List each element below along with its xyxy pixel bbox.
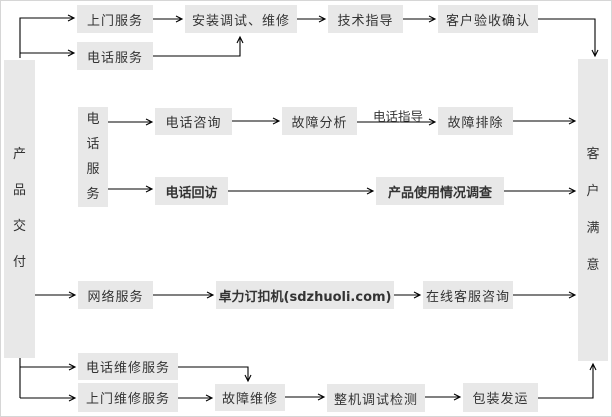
node-phone-consult: 电话咨询: [155, 108, 232, 135]
node-customer-satisfaction-label: 客户满意: [586, 147, 600, 273]
node-fault-repair: 故障维修: [215, 384, 285, 411]
node-fault-analysis: 故障分析: [282, 107, 357, 135]
node-tech-guidance: 技术指导: [328, 5, 403, 33]
node-onsite-service: 上门服务: [77, 5, 153, 33]
node-packing-shipping: 包装发运: [463, 383, 538, 412]
node-install-debug-repair: 安装调试、维修: [185, 5, 297, 33]
node-network-service: 网络服务: [78, 281, 153, 309]
node-machine-test: 整机调试检测: [327, 384, 425, 412]
edge-label-phone-guidance: 电话指导: [372, 109, 423, 124]
node-phone-service-top: 电话服务: [77, 42, 153, 70]
node-product-delivery-label: 产品交付: [12, 147, 26, 270]
node-phone-callback: 电话回访: [155, 177, 228, 205]
node-online-consult: 在线客服咨询: [423, 281, 513, 309]
node-phone-service-mid-label: 电话服务: [86, 112, 100, 202]
node-fault-removal: 故障排除: [438, 107, 513, 135]
node-zhuoli-machine-website: 卓力订扣机(sdzhuoli.com): [216, 281, 394, 309]
node-customer-acceptance: 客户验收确认: [438, 5, 538, 33]
node-onsite-repair-service: 上门维修服务: [78, 383, 178, 412]
node-customer-satisfaction: 客户满意: [578, 59, 608, 361]
node-phone-repair-service: 电话维修服务: [78, 353, 178, 380]
node-product-delivery: 产品交付: [4, 60, 35, 358]
node-product-usage-survey: 产品使用情况调查: [376, 177, 504, 205]
node-phone-service-mid: 电话服务: [78, 107, 108, 207]
